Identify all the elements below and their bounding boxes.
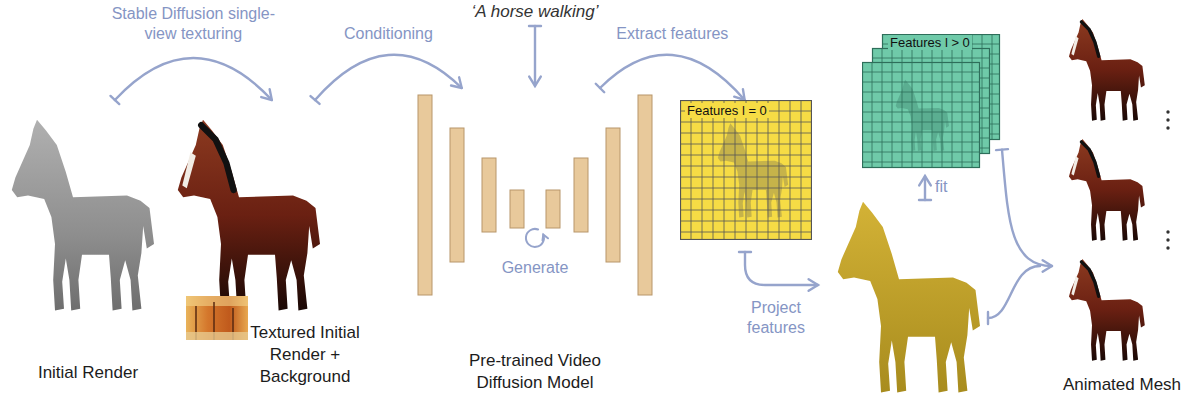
text-holder: fit xyxy=(935,177,947,197)
arrow-head xyxy=(451,77,462,88)
merge-branch xyxy=(988,266,1040,324)
arrow-head xyxy=(734,89,744,100)
generate-loop xyxy=(526,229,548,247)
prompt-text: ‘A horse walking’ xyxy=(472,2,599,22)
text-holder: ‘A horse walking’ xyxy=(472,2,599,22)
background-image xyxy=(186,296,248,340)
text-holder: Initial Render xyxy=(38,362,138,384)
arrow-tail xyxy=(996,149,1008,150)
connector xyxy=(311,55,462,104)
text-holder: Stable Diffusion single-view texturing xyxy=(103,4,283,44)
arrow-head xyxy=(261,89,272,100)
connector-line xyxy=(115,58,272,100)
connector-line xyxy=(600,55,745,100)
node-label: Initial Render xyxy=(38,362,138,384)
step-label: Project features xyxy=(731,298,821,338)
animated-horses xyxy=(1069,19,1145,361)
text-holder: Project features xyxy=(731,298,821,338)
text-holder: Features l > 0 xyxy=(888,35,972,50)
unet-bars xyxy=(418,95,652,295)
project-arrow xyxy=(739,252,818,291)
connector xyxy=(110,58,271,104)
text-holder: Extract features xyxy=(616,24,728,44)
feature-grid xyxy=(862,34,1002,170)
feature-map: Features l = 0 xyxy=(680,100,812,240)
grid-layer xyxy=(680,100,812,240)
video-diffusion-model: Pre-trained Video Diffusion Model Generat… xyxy=(408,88,664,402)
textured-horse xyxy=(178,120,320,311)
edge-label: Stable Diffusion single-view texturing xyxy=(103,4,283,44)
text-holder: Features l = 0 xyxy=(685,103,769,118)
arrow-head xyxy=(1043,260,1052,271)
grey-horse xyxy=(12,120,154,311)
animated-mesh: Animated Mesh xyxy=(1052,10,1192,402)
edge-label: Conditioning xyxy=(344,24,433,44)
yellow-horse xyxy=(838,202,980,393)
generate-label: Generate xyxy=(502,258,569,278)
feature-label: Features l = 0 xyxy=(685,103,769,118)
grid-layer xyxy=(862,62,980,168)
node-label: Animated Mesh xyxy=(1063,374,1181,396)
connector xyxy=(596,55,745,100)
node-label: Pre-trained Video Diffusion Model xyxy=(460,350,610,394)
node-label: Textured Initial Render + Background xyxy=(246,322,364,388)
text-holder: Generate xyxy=(502,258,569,278)
arrow-tail xyxy=(596,84,604,93)
text-holder: Conditioning xyxy=(344,24,433,44)
ellipsis-dots xyxy=(1166,110,1169,249)
feature-stack: Features l > 0 xyxy=(862,34,1002,170)
text-holder: Pre-trained Video Diffusion Model xyxy=(460,350,610,394)
prompt-arrow xyxy=(529,26,541,86)
step-label: fit xyxy=(935,177,947,197)
text-holder: Textured Initial Render + Background xyxy=(246,322,364,388)
fit-arrow xyxy=(919,176,931,200)
textured-render: Textured Initial Render + Background xyxy=(172,100,364,400)
connector xyxy=(996,149,1052,272)
arrow-tail xyxy=(311,96,320,104)
feature-label: Features l > 0 xyxy=(888,35,972,50)
initial-render: Initial Render xyxy=(4,100,172,400)
connector-line xyxy=(315,55,462,100)
feature-grid xyxy=(680,100,812,240)
connector-line xyxy=(1002,150,1052,266)
arrow-tail xyxy=(110,96,119,104)
edge-label: Extract features xyxy=(616,24,728,44)
text-holder: Animated Mesh xyxy=(1063,374,1181,396)
